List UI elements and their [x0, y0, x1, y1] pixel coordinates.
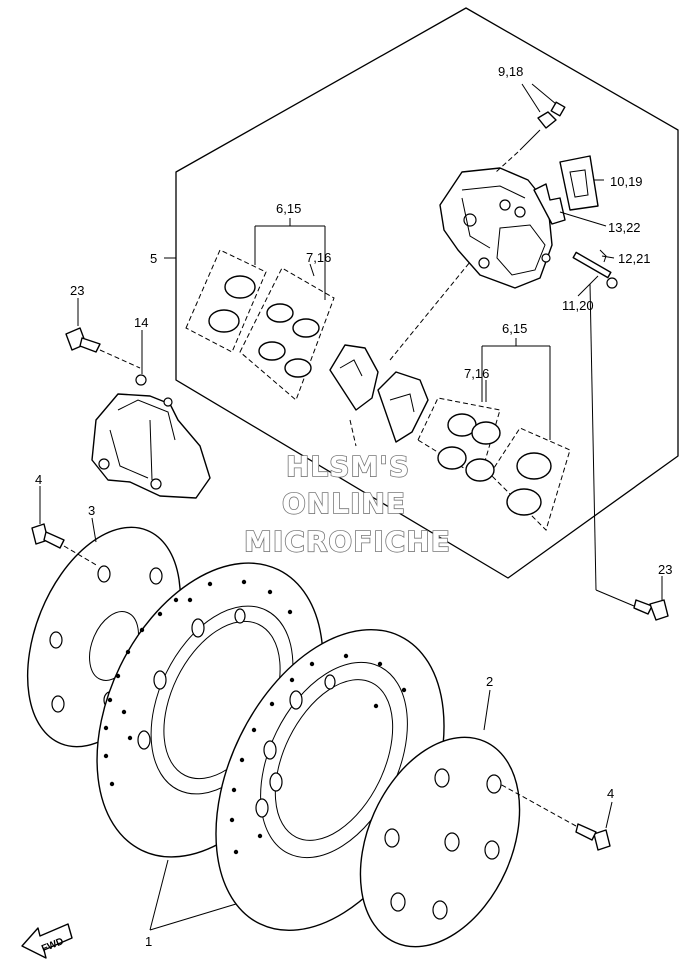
callout-23-right: 23	[658, 562, 672, 577]
bolt-lower-right	[633, 599, 669, 621]
callout-14: 14	[134, 315, 148, 330]
callout-1: 1	[145, 934, 152, 949]
caliper-assembly-outline	[175, 7, 679, 579]
rotor-cover-front	[359, 736, 521, 948]
bolt-left	[31, 523, 99, 567]
caliper-upper	[439, 167, 553, 289]
callout-5: 5	[150, 251, 157, 266]
caliper-left	[91, 374, 211, 499]
pad-spring	[559, 155, 599, 211]
watermark: HLSM'S ONLINE MICROFICHE	[243, 449, 451, 559]
piston-set-middle	[417, 338, 571, 531]
callout-13-22: 13,22	[608, 220, 641, 235]
callout-3: 3	[88, 503, 95, 518]
bolt-right	[499, 783, 611, 851]
pad-pin	[572, 249, 618, 289]
callout-4-left: 4	[35, 472, 42, 487]
forward-direction-arrow: FWD	[21, 923, 73, 959]
callout-labels: 9,18 10,19 13,22 12,21 11,20 6,15 7,16 5…	[35, 64, 672, 949]
callout-4-right: 4	[607, 786, 614, 801]
callout-7-16-top: 7,16	[306, 250, 331, 265]
callout-6-15-mid: 6,15	[502, 321, 527, 336]
bleeder-screw	[495, 101, 566, 173]
callout-2: 2	[486, 674, 493, 689]
callout-7-16-mid: 7,16	[464, 366, 489, 381]
piston-set-upper	[185, 218, 335, 401]
callout-10-19: 10,19	[610, 174, 643, 189]
brake-pads	[329, 261, 471, 447]
bolt-upper-left	[65, 327, 141, 369]
watermark-line-1: HLSM'S	[286, 450, 410, 483]
watermark-line-3: MICROFICHE	[244, 525, 451, 558]
pad-clip	[533, 183, 566, 225]
callout-12-21: 12,21	[618, 251, 651, 266]
callout-11-20: 11,20	[562, 298, 594, 313]
callout-23-left: 23	[70, 283, 84, 298]
callout-9-18: 9,18	[498, 64, 523, 79]
watermark-line-2: ONLINE	[282, 487, 406, 520]
leader-lines	[39, 83, 663, 931]
callout-6-15-top: 6,15	[276, 201, 301, 216]
